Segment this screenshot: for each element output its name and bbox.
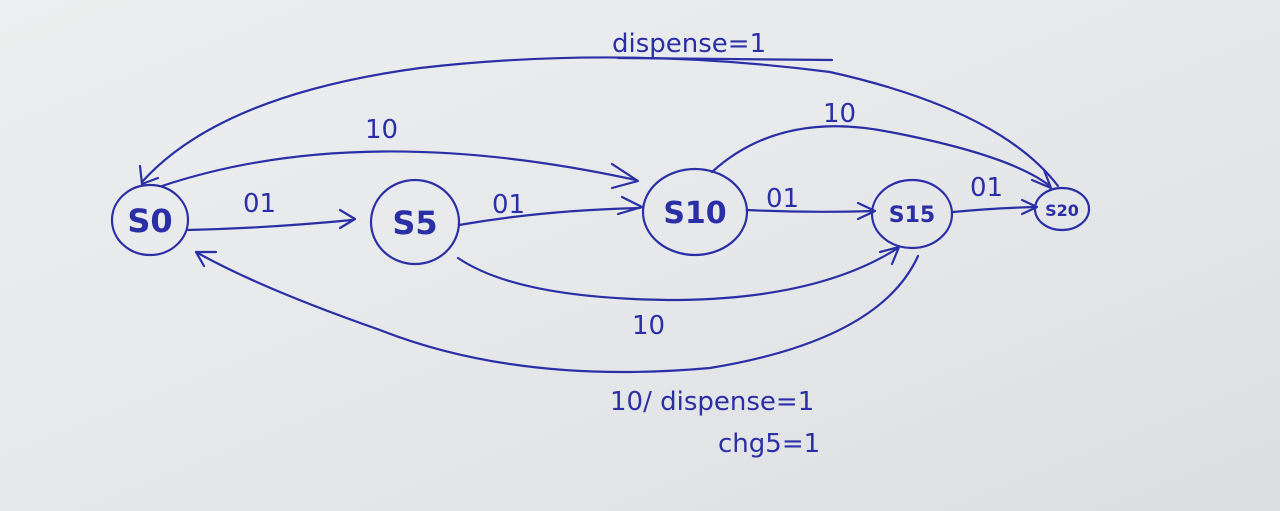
transition-s0-s5-label: 01: [243, 189, 276, 219]
state-s10-label: S10: [663, 196, 726, 231]
transition-s0-s10: 10: [160, 115, 640, 190]
transition-s5-s15: 10: [456, 245, 901, 341]
transition-s5-s10-label: 01: [492, 190, 525, 220]
transition-s10-s15-label: 01: [766, 184, 799, 214]
state-s0-label: S0: [127, 202, 172, 240]
transition-s10-s15: 01: [745, 184, 877, 221]
transition-s20-s0-label: dispense=1: [612, 29, 766, 59]
transition-s15-s0-label2: chg5=1: [718, 429, 820, 459]
transition-s0-s10-label: 10: [365, 115, 398, 145]
transition-s20-s0: dispense=1: [138, 29, 1060, 188]
state-s15-label: S15: [889, 203, 935, 228]
transition-s0-s5: 01: [186, 189, 357, 232]
state-s20-label: S20: [1045, 201, 1079, 220]
transition-s10-s20: 10: [710, 99, 1053, 190]
transition-s15-s0: 10/ dispense=1 chg5=1: [194, 250, 920, 459]
transition-s15-s20: 01: [951, 173, 1039, 216]
transition-s5-s15-label: 10: [632, 311, 665, 341]
state-s10: S10: [641, 167, 749, 257]
state-s5-label: S5: [392, 204, 437, 242]
transition-s5-s10: 01: [457, 190, 644, 227]
transition-s10-s20-label: 10: [823, 99, 856, 129]
transition-s15-s20-label: 01: [970, 173, 1003, 203]
transition-s15-s0-label: 10/ dispense=1: [610, 387, 814, 417]
state-s5: S5: [369, 178, 461, 266]
state-s15: S15: [870, 178, 954, 250]
state-s0: S0: [110, 183, 190, 257]
